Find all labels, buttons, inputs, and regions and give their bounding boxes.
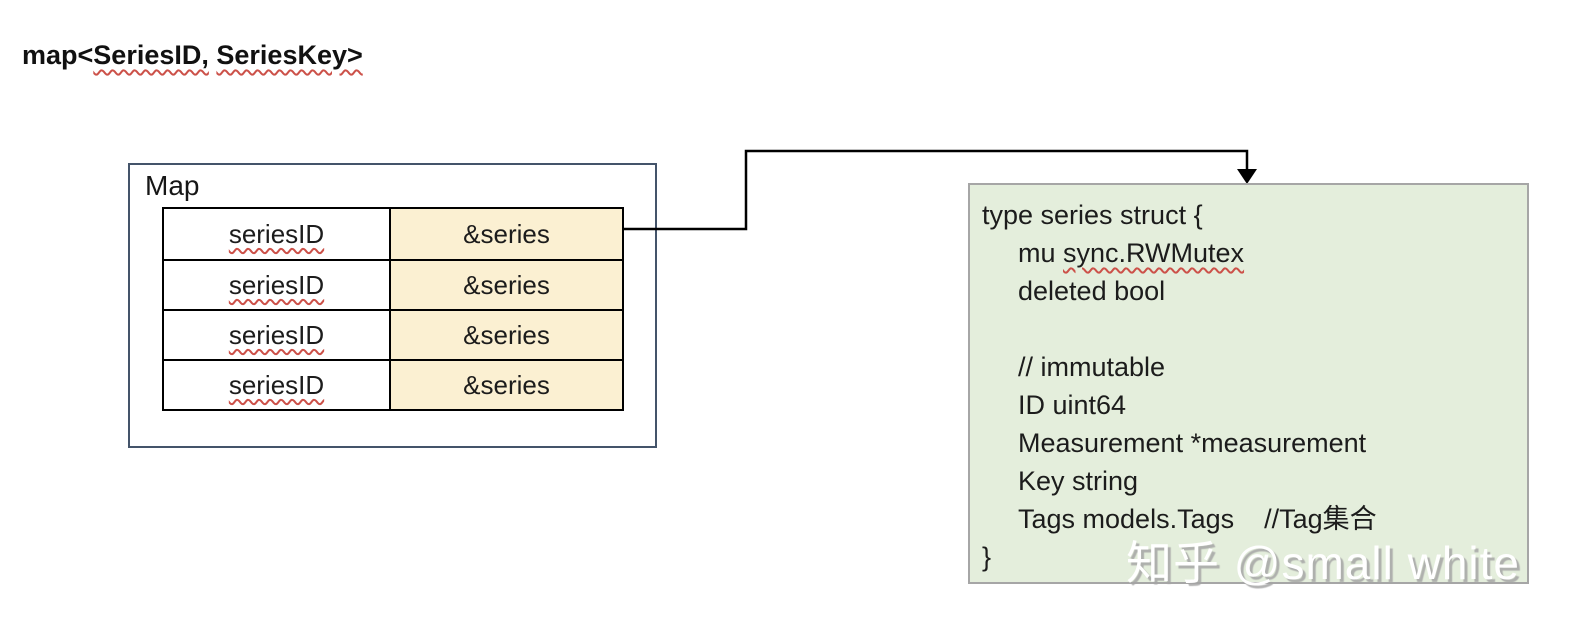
struct-code-line: Measurement *measurement bbox=[1018, 428, 1367, 458]
map-key-cell: seriesID bbox=[164, 311, 391, 359]
struct-code-line bbox=[982, 310, 1527, 348]
squiggle-text: SeriesKey> bbox=[216, 40, 363, 70]
map-key-cell: seriesID bbox=[164, 261, 391, 309]
squiggle-text: SeriesID, bbox=[93, 40, 209, 70]
map-key-text: seriesID bbox=[228, 369, 325, 400]
struct-code-line: // immutable bbox=[1018, 352, 1166, 382]
map-key-text: seriesID bbox=[228, 218, 325, 249]
plain-text: mu bbox=[1018, 238, 1064, 268]
diagram-title: map<SeriesID, SeriesKey> bbox=[22, 40, 363, 71]
struct-code-line: } bbox=[982, 542, 992, 572]
map-key-text: seriesID bbox=[228, 269, 325, 300]
map-box-label: Map bbox=[145, 170, 200, 201]
map-value-cell: &series bbox=[391, 311, 622, 359]
struct-code-line: ID uint64 bbox=[1018, 390, 1127, 420]
struct-code-line: type series struct { bbox=[982, 200, 1203, 230]
watermark: 知乎 @small white bbox=[1126, 537, 1520, 589]
plain-text: map< bbox=[22, 40, 94, 70]
map-table-row: seriesID&series bbox=[164, 259, 622, 309]
struct-code-line: Key string bbox=[1018, 466, 1139, 496]
series-struct-box: type series struct { mu sync.RWMutex delet… bbox=[968, 183, 1529, 584]
map-value-cell: &series bbox=[391, 361, 622, 409]
struct-code-line: Tags models.Tags //Tag集合 bbox=[1018, 504, 1377, 534]
map-key-text: seriesID bbox=[228, 319, 325, 350]
map-table-row: seriesID&series bbox=[164, 309, 622, 359]
squiggle-text: sync.RWMutex bbox=[1063, 238, 1245, 268]
struct-code-line: mu sync.RWMutex bbox=[982, 234, 1527, 272]
map-value-cell: &series bbox=[391, 209, 622, 259]
map-table-row: seriesID&series bbox=[164, 359, 622, 409]
map-table-row: seriesID&series bbox=[164, 209, 622, 259]
map-key-cell: seriesID bbox=[164, 209, 391, 259]
map-key-cell: seriesID bbox=[164, 361, 391, 409]
map-value-cell: &series bbox=[391, 261, 622, 309]
struct-code-line: deleted bool bbox=[1018, 276, 1166, 306]
